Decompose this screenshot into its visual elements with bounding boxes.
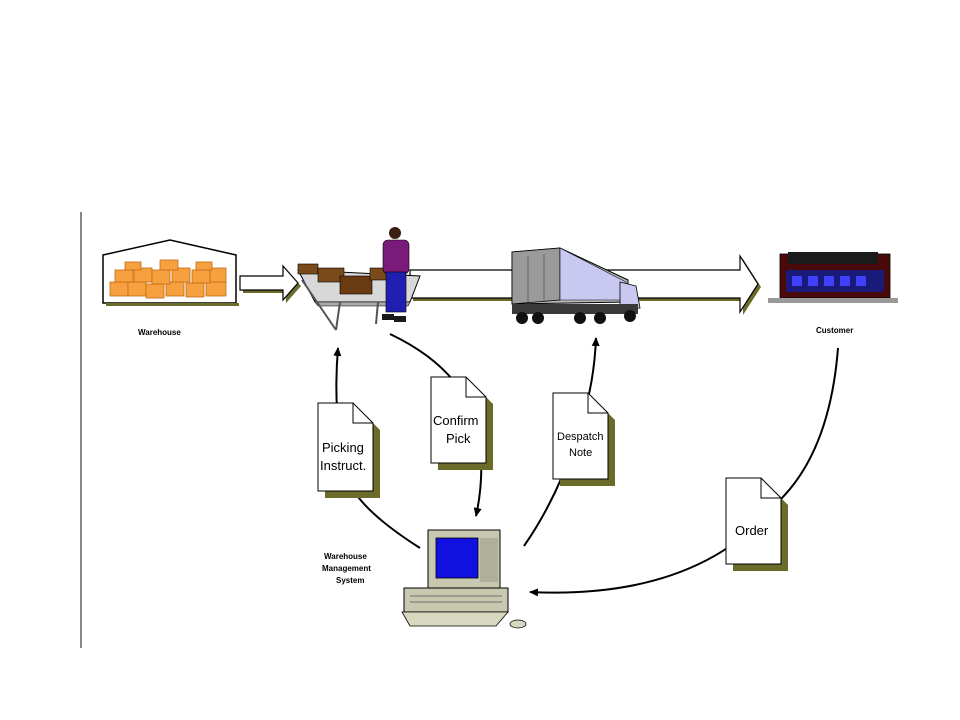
warehouse-label: Warehouse [138,328,181,337]
doc-picking-line2: Instruct. [320,458,366,473]
doc-order-label: Order [735,523,769,538]
doc-despatch-note [552,392,615,486]
flow-arrow-warehouse-to-picking [239,264,301,303]
doc-order [725,477,788,571]
doc-picking-instruct [317,402,380,498]
computer-icon [401,529,527,629]
doc-despatch-line1: Despatch [557,431,603,443]
delivery-truck-icon [511,247,641,324]
warehouse-icon [102,239,239,306]
wms-label-line3: System [336,576,364,585]
doc-picking-line1: Picking [322,440,364,455]
doc-confirm-pick [430,376,493,470]
wms-label-line2: Management [322,564,371,573]
customer-shop-icon [768,252,898,303]
customer-label: Customer [816,326,853,335]
doc-confirm-line1: Confirm [433,413,479,428]
doc-confirm-line2: Pick [446,431,471,446]
doc-despatch-line2: Note [569,447,592,459]
wms-label-line1: Warehouse [324,552,367,561]
picker-person-icon [382,227,410,322]
